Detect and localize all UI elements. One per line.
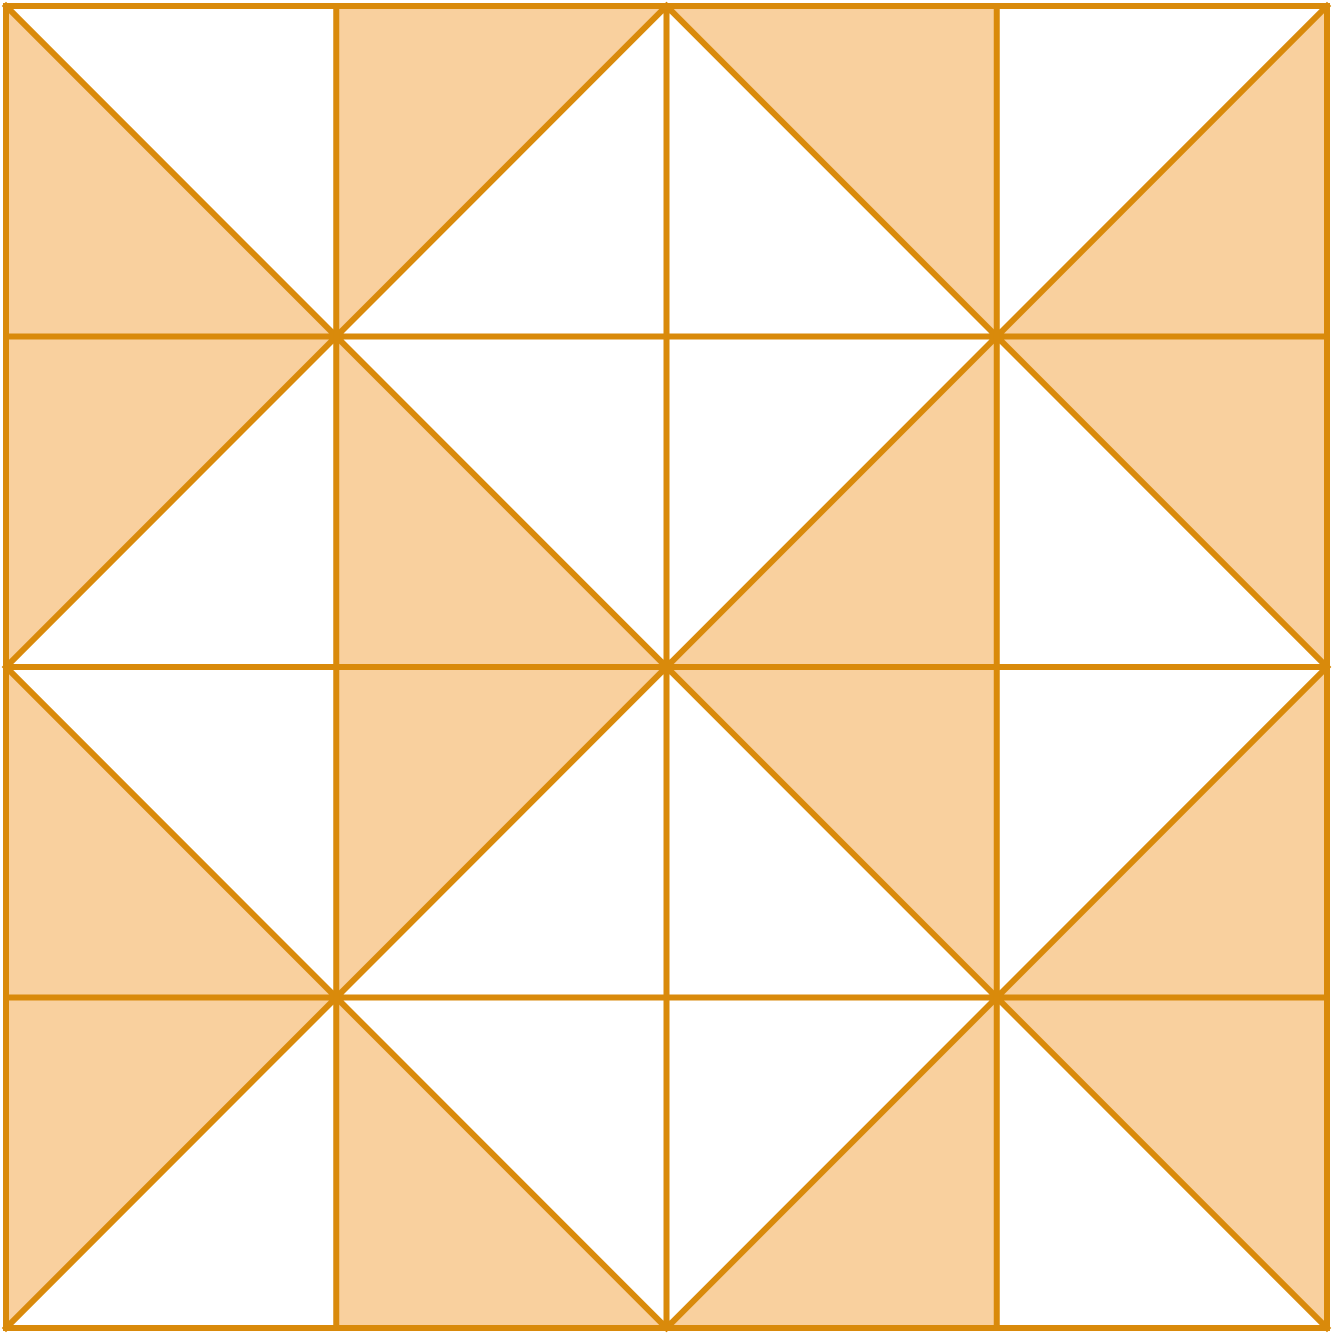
diagonal-r2-c4 xyxy=(992,332,1332,672)
diagonal-r4-c4 xyxy=(992,993,1332,1333)
diagonal-r4-c1 xyxy=(1,993,341,1333)
diagonal-r2-c2 xyxy=(332,332,671,672)
diagonal-r4-c2 xyxy=(332,993,671,1333)
diagonal-r4-c3 xyxy=(662,993,1001,1333)
diagonal-r1-c3 xyxy=(662,1,1001,341)
diagonal-r1-c1 xyxy=(1,1,341,341)
diagonal-r3-c4 xyxy=(992,662,1332,1002)
diagonal-r1-c2 xyxy=(332,1,671,341)
diagonal-r1-c4 xyxy=(992,1,1332,341)
diagonal-r2-c3 xyxy=(662,332,1001,672)
diagonal-r3-c1 xyxy=(1,662,341,1002)
diagonal-r3-c3 xyxy=(662,662,1001,1002)
diagonal-r3-c2 xyxy=(332,662,671,1002)
diagonal-r2-c1 xyxy=(1,332,341,672)
